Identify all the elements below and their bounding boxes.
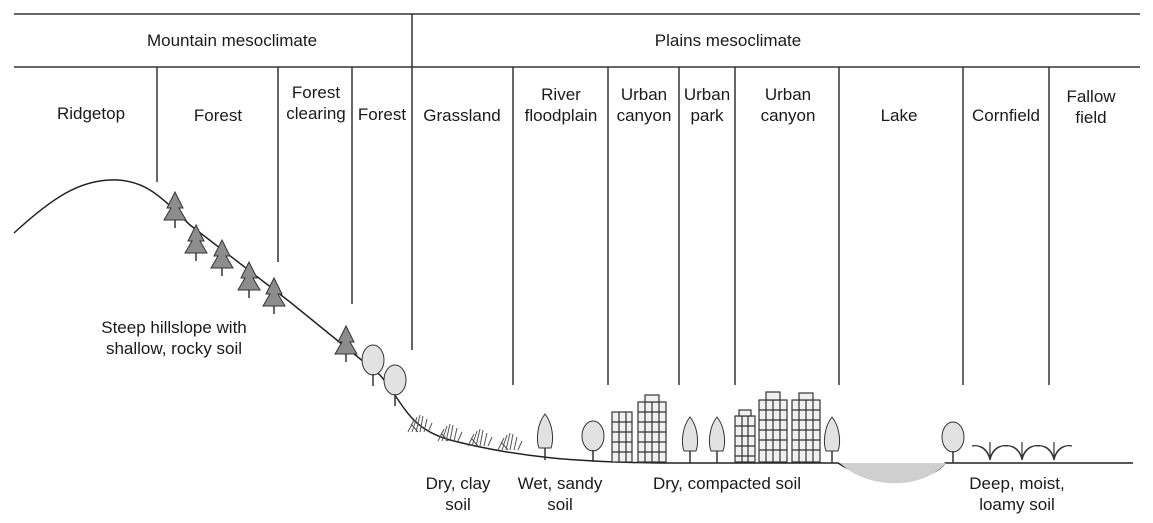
zone-label-forest: Forest: [193, 106, 243, 125]
building-icon: [611, 411, 633, 463]
zone-label-grassland: Grassland: [423, 106, 501, 125]
zone-label-fallow-field: Fallow field: [1066, 87, 1116, 127]
field-vegetation: [941, 421, 1073, 464]
conifer-tree-icon: [184, 224, 208, 262]
zone-label-forest-2: Forest: [357, 105, 407, 124]
zone-label-cornfield: Cornfield: [971, 106, 1041, 125]
tall-tree-icon: [708, 416, 726, 464]
tall-tree-icon: [536, 413, 554, 461]
building-icon: [734, 409, 756, 463]
grassland-tufts: [407, 414, 523, 451]
tall-tree-icon: [681, 416, 699, 464]
round-tree-icon: [941, 421, 965, 464]
soil-label-wet-sandy: Wet, sandy soil: [517, 474, 603, 514]
zone-label-forest-clearing: Forest clearing: [286, 83, 346, 123]
zone-label-ridgetop: Ridgetop: [56, 104, 126, 123]
building-icon: [758, 391, 788, 463]
corn-plant-icon: [971, 441, 1009, 461]
grass-tuft-icon: [497, 432, 523, 451]
conifer-tree-icon: [237, 261, 261, 299]
floodplain-trees: [536, 413, 605, 463]
soil-label-dry-compacted: Dry, compacted soil: [652, 474, 802, 493]
zone-label-urban-canyon: Urban canyon: [616, 85, 672, 125]
corn-plant-icon: [1035, 441, 1073, 461]
building-icon: [637, 394, 667, 463]
soil-label-deep-moist: Deep, moist, loamy soil: [969, 474, 1065, 514]
buildings: [611, 391, 821, 463]
round-tree-icon: [361, 344, 385, 387]
conifer-tree-icon: [334, 325, 358, 363]
tall-tree-icon: [823, 416, 841, 464]
round-tree-icon: [581, 420, 605, 463]
conifer-tree-icon: [163, 191, 187, 229]
round-tree-icon: [383, 364, 407, 407]
mountain-mesoclimate-header: Mountain mesoclimate: [146, 31, 318, 50]
soil-label-dry-clay: Dry, clay soil: [425, 474, 491, 514]
grass-tuft-icon: [467, 428, 493, 447]
conifer-tree-icon: [210, 239, 234, 277]
grass-tuft-icon: [437, 423, 463, 442]
zone-dividers: [156, 67, 1050, 385]
zone-label-urban-park: Urban park: [683, 85, 731, 125]
soil-label-hillslope: Steep hillslope with shallow, rocky soil: [101, 318, 247, 358]
building-icon: [791, 392, 821, 463]
zone-label-river-floodplain: River floodplain: [524, 85, 598, 125]
zone-label-urban-canyon-2: Urban canyon: [760, 85, 816, 125]
zone-label-lake: Lake: [880, 106, 918, 125]
lake-water: [840, 463, 946, 484]
corn-plant-icon: [1003, 441, 1041, 461]
plains-mesoclimate-header: Plains mesoclimate: [654, 31, 802, 50]
